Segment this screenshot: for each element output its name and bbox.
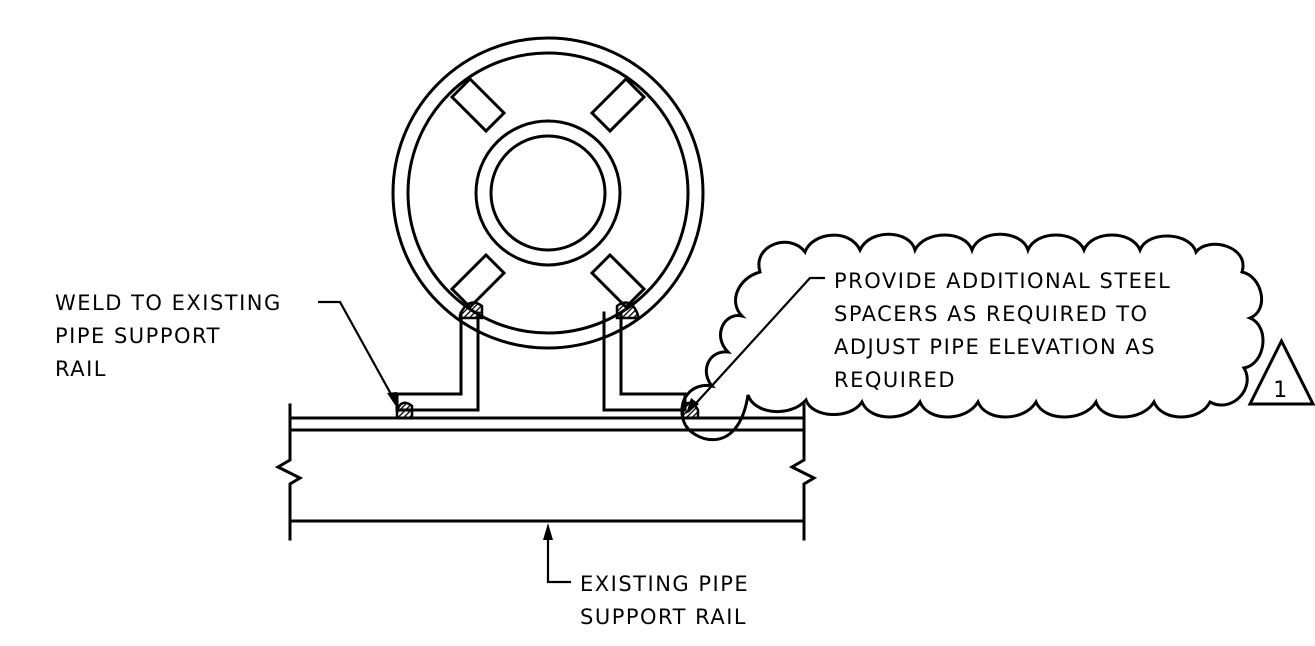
existing-pipe-support-rail [274, 403, 818, 541]
revision-cloud [680, 232, 1265, 442]
spacer-spoke-lower-left [449, 252, 507, 310]
weld-top-left [458, 301, 484, 320]
revision-triangle: 1 [1247, 337, 1315, 406]
weld-leader-arrowhead [387, 392, 397, 408]
weld-note-line-3: RAIL [55, 357, 107, 381]
weld-note: WELD TO EXISTING PIPE SUPPORT RAIL [55, 291, 282, 381]
pipe-assembly [391, 36, 705, 350]
spacer-leader-arrowhead [686, 398, 699, 414]
pipe-spacer-spokes [449, 76, 647, 310]
weld-note-line-2: PIPE SUPPORT [55, 324, 221, 348]
rail-break-left [274, 403, 304, 541]
rail-note-line-1: EXISTING PIPE [580, 572, 749, 596]
weld-top-right [615, 301, 640, 320]
rail-leader-arrowhead [543, 523, 553, 540]
carrier-pipe-inner [489, 134, 607, 252]
pipe-inner-circle [406, 51, 690, 335]
rail-break-right [788, 403, 818, 541]
spacers-note-line-3: ADJUST PIPE ELEVATION AS [834, 335, 1156, 359]
spacer-spoke-lower-right [589, 252, 647, 310]
support-legs [395, 311, 687, 412]
weld-leader-line [318, 300, 398, 406]
support-leg-left [395, 311, 480, 412]
spacer-leader-line [687, 276, 825, 413]
revision-triangle-outline [1247, 337, 1315, 406]
spacers-note-line-1: PROVIDE ADDITIONAL STEEL [834, 269, 1171, 293]
spacer-spoke-upper-left [449, 76, 507, 134]
weld-note-line-1: WELD TO EXISTING [55, 291, 282, 315]
leaders [318, 276, 825, 584]
rail-leader-line [546, 528, 571, 584]
rail-note-line-2: SUPPORT RAIL [580, 605, 747, 629]
weld-bottom-left [395, 401, 414, 420]
spacers-note-line-2: SPACERS AS REQUIRED TO [834, 302, 1149, 326]
revision-number: 1 [1273, 378, 1289, 403]
welds [395, 301, 700, 420]
support-leg-right [602, 311, 687, 412]
spacer-spoke-upper-right [589, 76, 647, 134]
carrier-pipe-outer [474, 119, 622, 267]
pipe-outer-circle [391, 36, 705, 350]
spacers-note-line-4: REQUIRED [834, 368, 956, 392]
spacers-note: PROVIDE ADDITIONAL STEEL SPACERS AS REQU… [834, 269, 1171, 392]
rail-note: EXISTING PIPE SUPPORT RAIL [580, 572, 749, 629]
